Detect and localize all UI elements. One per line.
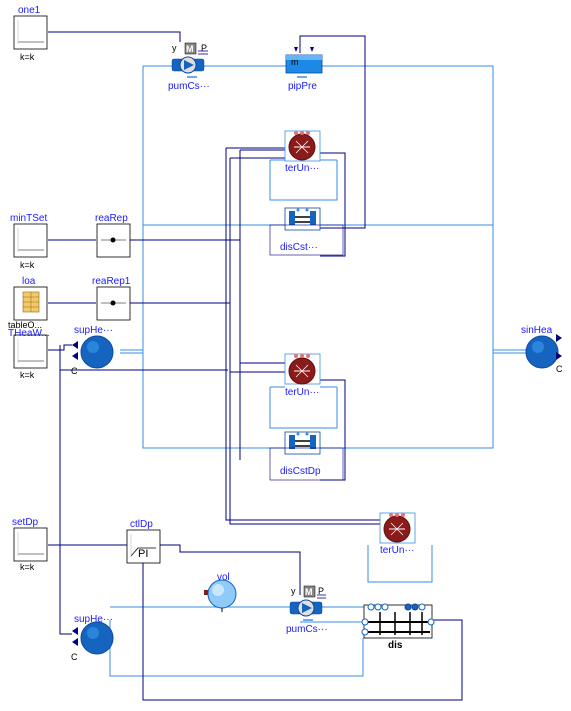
pumCst-top-p: P — [201, 43, 207, 53]
dis-block[interactable]: dis — [361, 603, 435, 651]
setDp-name: setDp — [12, 517, 39, 528]
sinHea-block[interactable]: C sinHea — [521, 325, 563, 374]
reaRep-block[interactable]: reaRep — [95, 213, 131, 258]
pumCst-bot-y: y — [291, 586, 296, 596]
pumCst-bot-name: pumCs··· — [286, 624, 328, 635]
ctlDp-inner: PI — [138, 548, 148, 560]
one1-box — [13, 15, 48, 50]
pumCst-top-name: pumCs··· — [168, 81, 210, 92]
minTSet-param: k=k — [20, 260, 35, 270]
loa-name: loa — [22, 276, 36, 287]
pump-arrow-icon — [302, 603, 312, 613]
pumCst-top-block[interactable]: y M P pumCs··· — [168, 42, 210, 92]
pumCst-top-m: M — [186, 44, 194, 54]
pipPre-block[interactable]: m pipPre — [285, 47, 323, 92]
one1-name: one1 — [18, 5, 41, 16]
disCst1-name: disCst··· — [280, 242, 318, 253]
one1-param: k=k — [20, 52, 35, 62]
setDp-block[interactable]: setDp k=k — [12, 517, 48, 572]
terUni2-name: terUn··· — [285, 387, 319, 398]
pump-arrow-icon — [184, 60, 194, 70]
terUni3-block[interactable]: terUn··· — [379, 512, 416, 556]
pipPre-inner: m — [291, 57, 299, 67]
signal-connections — [48, 31, 463, 701]
terUni3-name: terUn··· — [380, 545, 414, 556]
terUni1-name: terUn··· — [285, 163, 319, 174]
reaRep1-block[interactable]: reaRep1 — [92, 276, 131, 321]
supHea2-block[interactable]: C supHe··· — [71, 614, 114, 662]
pumCst-bot-block[interactable]: y M P pumCs··· — [286, 585, 328, 635]
minTSet-name: minTSet — [10, 213, 47, 224]
THeaWat-param: k=k — [20, 370, 35, 380]
supHea1-c: C — [71, 366, 78, 376]
disCst1-block[interactable]: disCst··· — [280, 207, 321, 253]
reaRep1-name: reaRep1 — [92, 276, 131, 287]
THeaWat-block[interactable]: THeaW... k=k — [8, 328, 50, 380]
sinHea-c: C — [556, 364, 563, 374]
sinHea-name: sinHea — [521, 325, 553, 336]
THeaWat-name: THeaW... — [8, 328, 50, 339]
reaRep-name: reaRep — [95, 213, 128, 224]
pipPre-name: pipPre — [288, 81, 317, 92]
loa-sub: tableO... — [8, 320, 42, 330]
supHea2-c: C — [71, 652, 78, 662]
vol-block[interactable]: vol — [204, 572, 237, 612]
dis-name: dis — [388, 640, 403, 651]
pumCst-bot-m: M — [305, 587, 313, 597]
supHea1-name: supHe··· — [74, 325, 113, 336]
setDp-param: k=k — [20, 562, 35, 572]
fluid-connections — [109, 65, 528, 677]
disCstDp-name: disCstDp — [280, 466, 321, 477]
ctlDp-name: ctlDp — [130, 519, 153, 530]
minTSet-block[interactable]: minTSet k=k — [10, 213, 47, 270]
pumCst-top-y: y — [172, 43, 177, 53]
loa-block[interactable]: loa tableO... — [8, 276, 48, 330]
disCstDp-block[interactable]: disCstDp — [280, 431, 321, 477]
one1-block[interactable]: one1 k=k — [13, 5, 48, 62]
pumCst-bot-p: P — [318, 586, 324, 596]
ctlDp-block[interactable]: PI ctlDp — [126, 519, 161, 564]
terUni2-block[interactable]: terUn··· — [284, 353, 321, 398]
top-loop-pipe — [142, 65, 494, 449]
supHea1-block[interactable]: C supHe··· — [71, 325, 114, 376]
terUni1-block[interactable]: terUn··· — [284, 130, 321, 174]
vol-name: vol — [217, 572, 230, 583]
supHea2-name: supHe··· — [74, 614, 113, 625]
